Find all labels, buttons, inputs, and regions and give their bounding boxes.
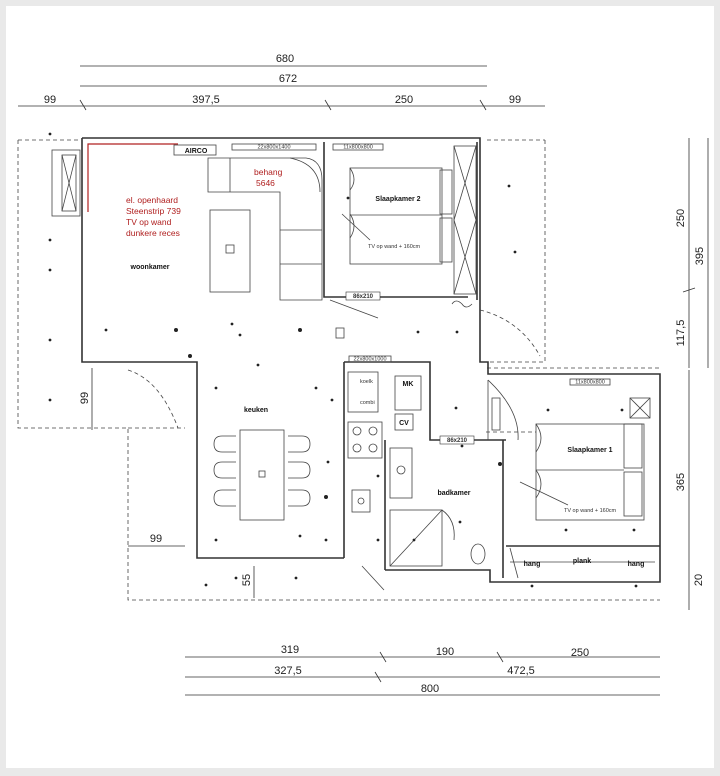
note-line-1: el. openhaard <box>126 195 178 205</box>
dim-55: 55 <box>241 574 253 586</box>
floor-plan-drawing: 680 672 99 397,5 250 99 250 395 117,5 36… <box>17 53 709 696</box>
closet-hang-right: hang <box>628 561 645 568</box>
ceiling-points <box>48 132 638 588</box>
behang-label: behang <box>254 167 283 177</box>
bathroom: 86x210 badkamer <box>389 435 486 567</box>
window-label-4: 11x800x800 <box>575 380 605 386</box>
dim-327-5: 327,5 <box>274 665 302 677</box>
dim-800: 800 <box>421 683 439 695</box>
dim-99-right: 99 <box>509 94 521 106</box>
dim-250-top: 250 <box>395 94 413 106</box>
dim-365: 365 <box>675 473 687 491</box>
inner-dimensions: 99 99 55 <box>79 368 255 598</box>
dim-250-bottom: 250 <box>571 647 589 659</box>
dim-472-5: 472,5 <box>507 665 535 677</box>
door-swings <box>127 309 541 591</box>
right-dimensions: 250 395 117,5 365 20 <box>675 138 709 610</box>
windows: 22x800x1400 11x800x800 22x800x1000 11x80… <box>231 143 611 386</box>
floor-plan-sheet: 680 672 99 397,5 250 99 250 395 117,5 36… <box>6 6 714 768</box>
tv-note-bedroom-2: TV op wand + 160cm <box>368 244 421 250</box>
outdoor-outlines <box>17 139 662 601</box>
closet-plank: plank <box>573 558 591 565</box>
dim-680: 680 <box>276 53 294 65</box>
dim-319: 319 <box>281 644 299 656</box>
dim-190: 190 <box>436 646 454 658</box>
note-line-3: TV op wand <box>126 217 172 227</box>
mk-label: MK <box>403 381 414 388</box>
note-line-2: Steenstrip 739 <box>126 206 181 216</box>
behang-code: 5646 <box>256 178 275 188</box>
bottom-dimensions: 319 190 250 327,5 472,5 800 <box>185 644 660 696</box>
dim-397-5: 397,5 <box>192 94 220 106</box>
kitchen-label-a: koelk <box>360 379 373 385</box>
room-keuken: keuken <box>244 407 268 414</box>
room-woonkamer: woonkamer <box>130 264 170 271</box>
dim-99-left: 99 <box>44 94 56 106</box>
kitchen-label-b: combi <box>360 400 375 406</box>
closet-hang-left: hang <box>524 561 541 568</box>
note-line-4: dunkere reces <box>126 228 180 238</box>
bedroom-2: Slaapkamer 2 TV op wand + 160cm 86x210 <box>329 145 477 319</box>
bedroom-1: Slaapkamer 1 TV op wand + 160cm hang pla… <box>487 379 655 579</box>
tv-note-bedroom-1: TV op wand + 160cm <box>564 508 617 514</box>
dim-395: 395 <box>694 247 706 265</box>
window-label-1: 22x800x1400 <box>257 145 290 151</box>
door-label-bedroom-2: 86x210 <box>353 294 374 300</box>
door-label-bathroom: 86x210 <box>447 438 468 444</box>
room-badkamer: badkamer <box>437 490 470 497</box>
airco-label: AIRCO <box>185 148 208 155</box>
dim-99-vertical: 99 <box>79 392 91 404</box>
dim-672: 672 <box>279 73 297 85</box>
top-dimensions: 680 672 99 397,5 250 99 <box>18 53 545 111</box>
dim-250-right: 250 <box>675 209 687 227</box>
window-label-3: 22x800x1000 <box>353 357 386 363</box>
room-slaapkamer-2: Slaapkamer 2 <box>375 196 420 203</box>
window-label-2: 11x800x800 <box>343 145 373 151</box>
room-slaapkamer-1: Slaapkamer 1 <box>567 447 612 454</box>
kitchen: koelk combi MK CV keuken <box>213 371 422 521</box>
living-room: AIRCO el. openhaard Steenstrip 739 TV op… <box>51 143 323 301</box>
dim-20: 20 <box>693 574 705 586</box>
cv-label: CV <box>399 420 409 427</box>
dim-117-5: 117,5 <box>675 320 687 347</box>
dim-99-inner: 99 <box>150 533 162 545</box>
